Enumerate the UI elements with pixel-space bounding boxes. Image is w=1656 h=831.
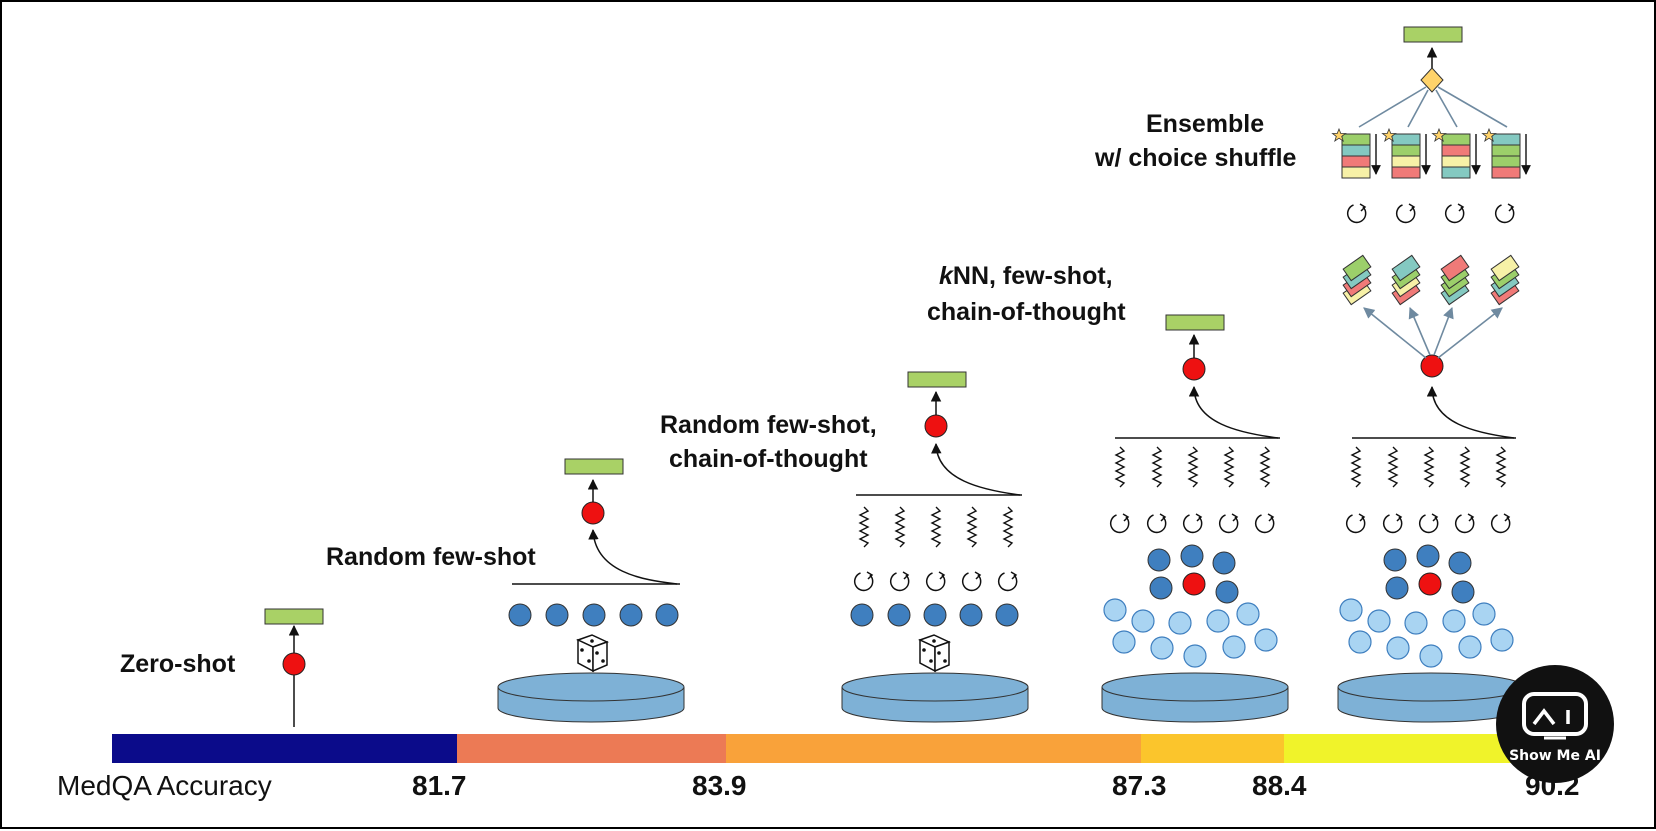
- squiggles: [1350, 446, 1507, 488]
- label-knn-line1: kNN, few-shot,: [939, 262, 1113, 290]
- reasoning-loops: [1346, 513, 1511, 534]
- stage-random-cot: Random few-shot, chain-of-thought: [660, 371, 1029, 723]
- stage-random-few-shot: Random few-shot: [326, 458, 685, 723]
- neighbor-dots: [1103, 544, 1278, 668]
- label-zero-shot: Zero-shot: [120, 650, 236, 678]
- label-knn-line2: chain-of-thought: [927, 298, 1126, 326]
- answer-box: [564, 458, 624, 475]
- axis-segment-4: [1141, 734, 1284, 763]
- tick-label: 87.3: [1112, 770, 1167, 801]
- label-random-cot-line1: Random few-shot,: [660, 411, 877, 439]
- aggregate-diamond-icon: [1420, 67, 1444, 93]
- star-icon: [1381, 127, 1397, 142]
- reasoning-loops: [1110, 513, 1275, 534]
- model-node: [924, 414, 948, 438]
- database: [1337, 672, 1525, 723]
- label-random-few-shot: Random few-shot: [326, 543, 536, 571]
- squiggles: [858, 506, 1014, 548]
- example-dots: [508, 603, 679, 627]
- tick-label: 88.4: [1252, 770, 1307, 801]
- logo-text: Show Me AI: [1509, 748, 1601, 764]
- label-random-cot-line2: chain-of-thought: [669, 445, 868, 473]
- tick-label: 83.9: [692, 770, 747, 801]
- star-icon: [1481, 127, 1497, 142]
- axis-segment-1: [112, 734, 457, 763]
- axis-segment-2: [457, 734, 726, 763]
- answer-box: [1403, 26, 1463, 43]
- show-me-ai-logo: Show Me AI: [1496, 665, 1614, 783]
- stage-knn-cot: kNN, few-shot, chain-of-thought: [927, 262, 1289, 723]
- robot-face-icon: [1522, 692, 1588, 736]
- stage-ensemble: Ensemble w/ choice shuffle: [1094, 26, 1531, 723]
- squiggles: [1114, 446, 1271, 488]
- model-node: [581, 501, 605, 525]
- database: [1101, 672, 1289, 723]
- reasoning-loops: [1347, 203, 1515, 224]
- label-ensemble-line1: Ensemble: [1146, 110, 1264, 138]
- answer-box: [1165, 314, 1225, 331]
- stage-zero-shot: Zero-shot: [120, 608, 324, 727]
- choice-columns: [1331, 127, 1531, 179]
- axis-segment-3: [726, 734, 1141, 763]
- star-icon: [1331, 127, 1347, 142]
- reasoning-loops: [854, 571, 1018, 592]
- accuracy-axis: MedQA Accuracy 81.7 83.9 87.3 88.4 90.2: [57, 734, 1580, 801]
- label-ensemble-line2: w/ choice shuffle: [1094, 144, 1297, 172]
- answer-box: [264, 608, 324, 625]
- model-node: [1420, 354, 1444, 378]
- shuffled-card-stacks: [1342, 254, 1520, 306]
- model-node: [282, 652, 306, 676]
- neighbor-dots: [1339, 544, 1514, 668]
- answer-box: [907, 371, 967, 388]
- fanin-lines: [1358, 86, 1508, 128]
- fanout-arrows: [1363, 306, 1503, 359]
- star-icon: [1431, 127, 1447, 142]
- tick-label: 81.7: [412, 770, 467, 801]
- axis-title: MedQA Accuracy: [57, 770, 272, 801]
- dice-icon: [918, 634, 951, 673]
- dice-icon: [576, 634, 609, 673]
- database: [841, 672, 1029, 723]
- database: [497, 672, 685, 723]
- model-node: [1182, 357, 1206, 381]
- example-dots: [850, 603, 1019, 627]
